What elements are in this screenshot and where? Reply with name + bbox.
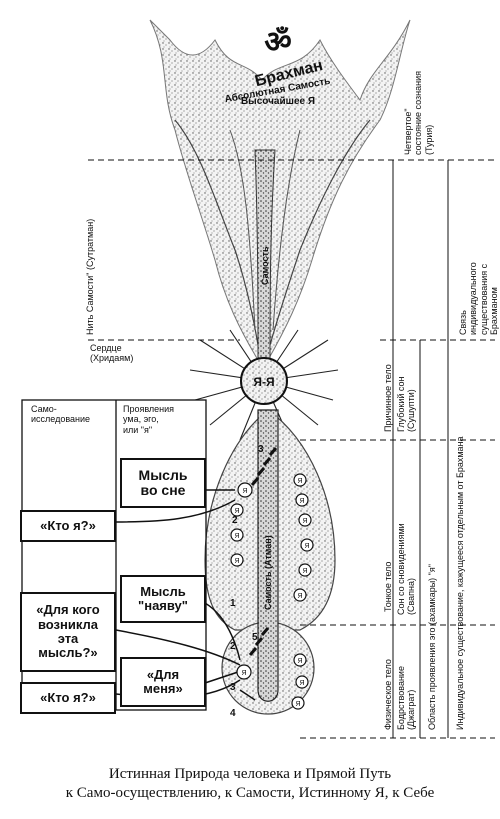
- svg-text:Я: Я: [234, 508, 239, 515]
- right-rules: [392, 160, 449, 738]
- flame-ribbon-inner: [229, 129, 256, 331]
- box-thought-awake: Мысль "наяву": [120, 575, 206, 623]
- box-for-whom: «Для кого возникла эта мысль?»: [20, 592, 116, 672]
- individual-existence-label: Индивидуальное существование, кажущееся …: [455, 436, 465, 730]
- flame-ribbon-inner-2: [272, 129, 301, 331]
- col-manifestations-header: Проявления ума, эго, или "я": [123, 404, 175, 435]
- svg-text:4: 4: [230, 708, 236, 719]
- path-number-labels: 1 2 2 3 3 4 5: [230, 444, 264, 719]
- svg-text:5: 5: [252, 632, 258, 643]
- stair-dashes: [248, 447, 278, 656]
- svg-text:1: 1: [230, 598, 236, 609]
- svg-text:Я: Я: [299, 498, 304, 505]
- svg-text:Я: Я: [299, 680, 304, 687]
- svg-text:Я: Я: [295, 701, 300, 708]
- col-self-inquiry-header: Само- исследование: [31, 404, 91, 425]
- svg-text:Я: Я: [242, 488, 247, 495]
- svg-text:Я: Я: [302, 568, 307, 575]
- svg-text:Я: Я: [297, 658, 302, 665]
- box-who-am-i-1: «Кто я?»: [20, 510, 116, 542]
- caption-line-1: Истинная Природа человека и Прямой Путь: [108, 766, 392, 782]
- flame-ribbon-right: [269, 119, 371, 346]
- ego-circle-labels: Я Я Я Я Я Я Я Я Я Я Я Я Я Я: [234, 478, 309, 708]
- link-to-brahman-label: Связь индивидуального существования с Бр…: [458, 262, 500, 335]
- svg-text:Я: Я: [234, 533, 239, 540]
- box-thought-in-dream: Мысль во сне: [120, 458, 206, 508]
- svg-text:2: 2: [232, 515, 238, 526]
- caption-line-2: к Само-осуществлению, к Самости, Истинно…: [65, 785, 435, 801]
- turiya-label: Четвертое" состояние сознания (Турия): [403, 71, 434, 155]
- svg-text:Я: Я: [241, 670, 246, 677]
- supreme-i-label: Высочайшее Я: [241, 96, 315, 107]
- svg-text:Я: Я: [297, 593, 302, 600]
- dream-sleep-label: Сон со сновидениями (Свапна): [396, 523, 417, 615]
- svg-text:Я: Я: [234, 558, 239, 565]
- svg-text:3: 3: [230, 682, 236, 693]
- svg-text:Я: Я: [302, 518, 307, 525]
- waking-label: Бодрствование (Джаграт): [396, 666, 417, 730]
- box-for-me: «Для меня»: [120, 657, 206, 707]
- brahman-flame: [149, 19, 411, 361]
- svg-text:Я: Я: [297, 478, 302, 485]
- level-lines: [88, 159, 495, 739]
- svg-text:Я: Я: [304, 543, 309, 550]
- causal-body-label: Причинное тело: [383, 364, 393, 432]
- ego-realm-label: Область проявления эго (ахамкары) "я": [427, 564, 437, 730]
- heart-node-label: Я-Я: [253, 375, 274, 389]
- thread-of-self-label: Нить Самости" (Сутратман): [85, 218, 95, 335]
- physical-body-label: Физическое тело: [383, 659, 393, 730]
- self-atman-label: Самость (Атман): [263, 535, 273, 610]
- subtle-body-label: Тонкое тело: [383, 561, 393, 612]
- flame-ribbon-left: [174, 119, 259, 346]
- svg-text:2: 2: [230, 641, 236, 652]
- heart-node: [240, 357, 288, 405]
- heart-label: Сердце (Хридаям): [90, 343, 134, 364]
- ego-circles: [230, 473, 314, 710]
- self-upper-label: Самость: [260, 246, 270, 285]
- deep-sleep-label: Глубокий сон (Сушупти): [396, 376, 417, 432]
- box-who-am-i-2: «Кто я?»: [20, 682, 116, 714]
- atman-column: [257, 409, 279, 702]
- om-symbol: ॐ: [264, 26, 291, 59]
- svg-text:3: 3: [258, 444, 264, 455]
